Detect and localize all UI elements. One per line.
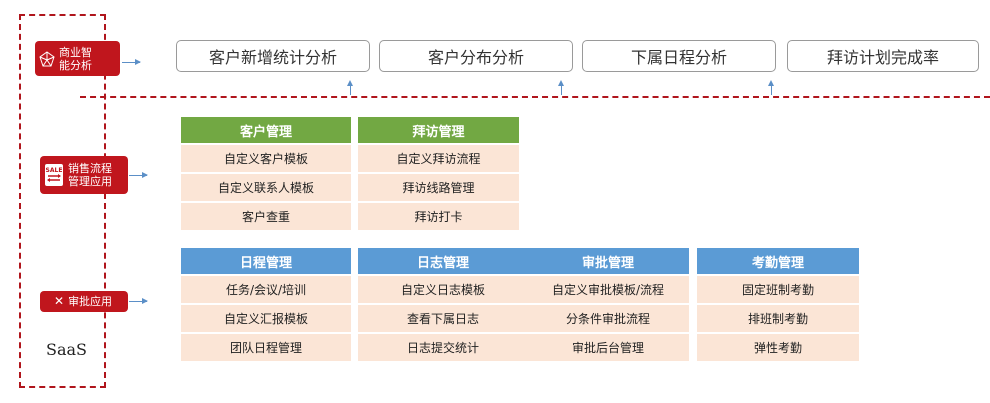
up-arrow (768, 80, 774, 95)
bi-item[interactable]: 拜访计划完成率 (787, 40, 979, 72)
module-title: 日程管理 (181, 248, 351, 274)
module-customer: 客户管理 自定义客户模板 自定义联系人模板 客户查重 (181, 117, 351, 230)
bi-item[interactable]: 下属日程分析 (582, 40, 776, 72)
module-title: 日志管理 (358, 248, 528, 274)
saas-label: SaaS (46, 340, 87, 359)
module-approval: 审批管理 自定义审批模板/流程 分条件审批流程 审批后台管理 (527, 248, 689, 361)
module-item[interactable]: 任务/会议/培训 (181, 276, 351, 303)
module-title: 客户管理 (181, 117, 351, 143)
module-item[interactable]: 固定班制考勤 (697, 276, 859, 303)
sales-arrow (129, 172, 148, 178)
module-visit: 拜访管理 自定义拜访流程 拜访线路管理 拜访打卡 (358, 117, 519, 230)
network-icon (39, 50, 55, 67)
module-item[interactable]: 自定义汇报模板 (181, 305, 351, 332)
module-item[interactable]: 自定义联系人模板 (181, 174, 351, 201)
module-item[interactable]: 排班制考勤 (697, 305, 859, 332)
module-item[interactable]: 团队日程管理 (181, 334, 351, 361)
module-title: 审批管理 (527, 248, 689, 274)
bi-divider-line (80, 96, 990, 98)
module-item[interactable]: 查看下属日志 (358, 305, 528, 332)
sales-tag-label: 销售流程 管理应用 (68, 162, 112, 188)
module-item[interactable]: 自定义审批模板/流程 (527, 276, 689, 303)
sales-tag: SALE 销售流程 管理应用 (40, 156, 128, 194)
bi-item[interactable]: 客户新增统计分析 (176, 40, 370, 72)
module-item[interactable]: 拜访打卡 (358, 203, 519, 230)
up-arrow (347, 80, 353, 95)
approval-arrow (129, 298, 148, 304)
module-item[interactable]: 分条件审批流程 (527, 305, 689, 332)
up-arrow (558, 80, 564, 95)
module-item[interactable]: 拜访线路管理 (358, 174, 519, 201)
module-item[interactable]: 弹性考勤 (697, 334, 859, 361)
bi-item[interactable]: 客户分布分析 (379, 40, 573, 72)
module-item[interactable]: 审批后台管理 (527, 334, 689, 361)
svg-text:SALE: SALE (46, 167, 63, 174)
bi-tag: 商业智 能分析 (35, 41, 120, 76)
sale-icon: SALE (44, 163, 64, 187)
module-title: 考勤管理 (697, 248, 859, 274)
module-item[interactable]: 自定义日志模板 (358, 276, 528, 303)
module-item[interactable]: 自定义拜访流程 (358, 145, 519, 172)
saas-frame (19, 14, 106, 388)
approval-tag-label: 审批应用 (68, 295, 113, 308)
bi-arrow (122, 59, 141, 65)
module-schedule: 日程管理 任务/会议/培训 自定义汇报模板 团队日程管理 (181, 248, 351, 361)
module-item[interactable]: 客户查重 (181, 203, 351, 230)
approval-tag: ✕ 审批应用 (40, 291, 128, 312)
module-item[interactable]: 日志提交统计 (358, 334, 528, 361)
bi-tag-label: 商业智 能分析 (59, 45, 92, 72)
module-attendance: 考勤管理 固定班制考勤 排班制考勤 弹性考勤 (697, 248, 859, 361)
close-icon: ✕ (54, 294, 65, 308)
module-log: 日志管理 自定义日志模板 查看下属日志 日志提交统计 (358, 248, 528, 361)
module-item[interactable]: 自定义客户模板 (181, 145, 351, 172)
module-title: 拜访管理 (358, 117, 519, 143)
